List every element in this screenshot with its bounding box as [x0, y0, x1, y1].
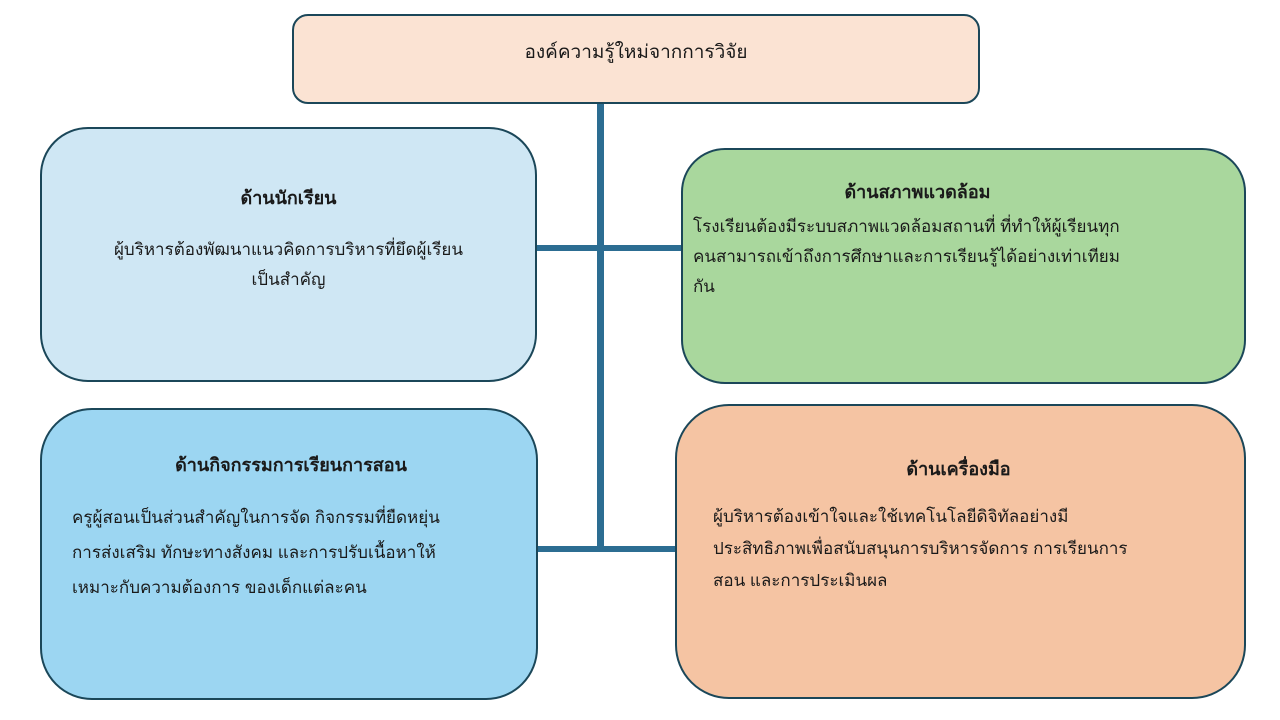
node-environment-body-line: กัน — [693, 277, 715, 296]
connector-lower-branch-line — [538, 546, 678, 552]
node-tools-body-line: สอน และการประเมินผล — [713, 571, 888, 590]
node-activities-body-line: การส่งเสริม ทักษะทางสังคม และการปรับเนื้… — [72, 543, 436, 562]
node-environment: ด้านสภาพแวดล้อม โรงเรียนต้องมีระบบสภาพแว… — [681, 148, 1246, 384]
node-environment-header: ด้านสภาพแวดล้อม — [844, 182, 991, 202]
node-activities-header: ด้านกิจกรรมการเรียนการสอน — [175, 455, 407, 475]
node-environment-body-line: คนสามารถเข้าถึงการศึกษาและการเรียนรู้ได้… — [693, 247, 1120, 266]
node-tools-body-line: ประสิทธิภาพเพื่อสนับสนุนการบริหารจัดการ … — [713, 539, 1128, 558]
node-tools-header: ด้านเครื่องมือ — [906, 459, 1011, 479]
node-students-body-line: ผู้บริหารต้องพัฒนาแนวคิดการบริหารที่ยึดผ… — [113, 240, 464, 259]
root-node-title: องค์ความรู้ใหม่จากการวิจัย — [524, 42, 748, 63]
node-students-header: ด้านนักเรียน — [240, 188, 337, 208]
node-students: ด้านนักเรียน ผู้บริหารต้องพัฒนาแนวคิดการ… — [40, 127, 537, 382]
node-tools-body-line: ผู้บริหารต้องเข้าใจและใช้เทคโนโลยีดิจิทั… — [713, 507, 1069, 526]
node-activities: ด้านกิจกรรมการเรียนการสอน ครูผู้สอนเป็นส… — [40, 408, 538, 700]
node-students-body-line: เป็นสำคัญ — [251, 270, 326, 289]
node-activities-body-line: ครูผู้สอนเป็นส่วนสำคัญในการจัด กิจกรรมที… — [72, 508, 440, 527]
node-tools: ด้านเครื่องมือ ผู้บริหารต้องเข้าใจและใช้… — [675, 404, 1246, 699]
node-activities-body-line: เหมาะกับความต้องการ ของเด็กแต่ละคน — [72, 578, 367, 597]
node-environment-body-line: โรงเรียนต้องมีระบบสภาพแวดล้อมสถานที่ ที่… — [693, 217, 1120, 236]
connector-upper-branch-line — [537, 245, 683, 251]
connector-trunk-line — [597, 103, 604, 552]
root-node: องค์ความรู้ใหม่จากการวิจัย — [292, 14, 980, 104]
